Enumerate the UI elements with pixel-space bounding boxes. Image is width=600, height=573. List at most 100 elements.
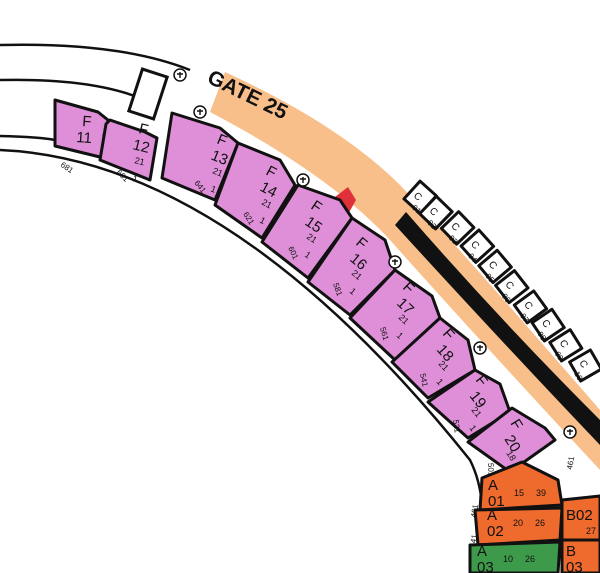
section-shape[interactable] [494, 269, 530, 305]
section-letter: B02 [566, 507, 593, 524]
section-shape[interactable] [418, 194, 454, 231]
seat-label: 521 [451, 419, 462, 434]
section-c08[interactable]: C08 [529, 307, 566, 343]
gate-walkway-band [210, 72, 600, 470]
row-bottom: 1 [132, 173, 139, 184]
section-shape[interactable] [439, 210, 476, 246]
row-bottom: 1 [209, 184, 217, 195]
section-letter: C [557, 338, 570, 350]
section-number: 15 [302, 213, 325, 236]
section-number: 01 [488, 493, 505, 510]
row-top: 21 [260, 197, 274, 211]
section-shape[interactable] [548, 328, 584, 363]
concourse-black-band [395, 212, 600, 445]
section-number: 03 [566, 559, 583, 573]
row-bottom: 1 [467, 423, 478, 433]
section-number: 12 [131, 136, 151, 157]
facility-icon[interactable] [388, 255, 402, 269]
facility-glyph [197, 109, 203, 115]
row-bottom: 1 [303, 249, 313, 260]
section-number: 14 [257, 179, 280, 202]
section-shape[interactable] [468, 540, 562, 573]
section-c10[interactable]: C10 [566, 348, 600, 383]
section-shape[interactable] [568, 348, 600, 383]
f-sections: F11105681F12211661F13211641F14211621F152… [53, 98, 557, 477]
section-shape[interactable] [390, 316, 477, 400]
facility-icon[interactable] [296, 173, 310, 187]
facility-icon[interactable] [563, 425, 577, 439]
section-c03[interactable]: C03 [438, 210, 476, 247]
section-letter: A [488, 477, 498, 494]
section-shape[interactable] [213, 141, 297, 240]
section-c05[interactable]: C05 [476, 248, 513, 285]
row-top: 21 [350, 268, 364, 282]
seat-label: 581 [331, 282, 344, 298]
section-shape[interactable] [459, 228, 496, 264]
section-number: 20 [501, 432, 524, 455]
section-f20[interactable]: F20181501 [466, 406, 557, 477]
row-a: 27 [586, 526, 596, 536]
row-bottom: 1 [348, 286, 358, 297]
section-shape[interactable] [473, 506, 564, 547]
seat-label: 501 [486, 463, 495, 477]
seat-label: 541 [418, 373, 430, 388]
field-edge-arc-left [0, 134, 56, 142]
row-top: 21 [305, 231, 319, 245]
inner-walkway-arc [0, 78, 141, 100]
facility-glyph [567, 429, 573, 435]
section-shape[interactable] [560, 538, 600, 573]
facility-icons [173, 68, 577, 439]
row-a: 15 [514, 488, 524, 498]
section-letter: A [477, 543, 487, 560]
section-letter: B [566, 543, 576, 560]
section-number: 02 [487, 523, 504, 540]
side-label: 441 [468, 533, 479, 548]
section-c07[interactable]: C07 [511, 289, 549, 325]
section-number: 03 [477, 559, 494, 573]
section-shape[interactable] [478, 460, 564, 512]
ab-sections: A011539461A022026441A031026461B0227B03 [468, 455, 600, 573]
row-top: 21 [437, 359, 451, 373]
row-top: 21 [211, 166, 224, 179]
seat-label: 681 [59, 160, 76, 175]
row-top: 21 [134, 155, 146, 167]
facility-glyph [392, 259, 398, 265]
facility-icon[interactable] [173, 68, 187, 82]
a01-side-label: 461 [565, 455, 576, 470]
section-letter: A [487, 507, 497, 524]
section-shape[interactable] [466, 406, 557, 474]
facility-icon[interactable] [473, 341, 487, 355]
row-a: 10 [503, 554, 513, 564]
section-letter: F [137, 120, 150, 139]
section-c09[interactable]: C09 [546, 328, 584, 363]
section-shape[interactable] [98, 118, 159, 182]
section-number: 11 [76, 129, 93, 147]
section-number: 19 [466, 388, 490, 412]
section-c06[interactable]: C06 [492, 269, 530, 306]
section-number: 13 [209, 147, 231, 169]
row-top: 18 [504, 449, 518, 463]
section-shape[interactable] [477, 248, 513, 285]
section-shape[interactable] [530, 307, 566, 343]
seat-label: 561 [378, 326, 390, 342]
row-top: 21 [469, 405, 483, 419]
row-b: 39 [536, 488, 546, 498]
row-b: 26 [535, 518, 545, 528]
facility-glyph [300, 177, 306, 183]
section-letter: C [576, 358, 589, 370]
section-shape[interactable] [512, 289, 549, 325]
section-shape[interactable] [560, 494, 600, 542]
section-b03[interactable]: B03 [560, 538, 600, 573]
facility-icon[interactable] [193, 105, 207, 119]
